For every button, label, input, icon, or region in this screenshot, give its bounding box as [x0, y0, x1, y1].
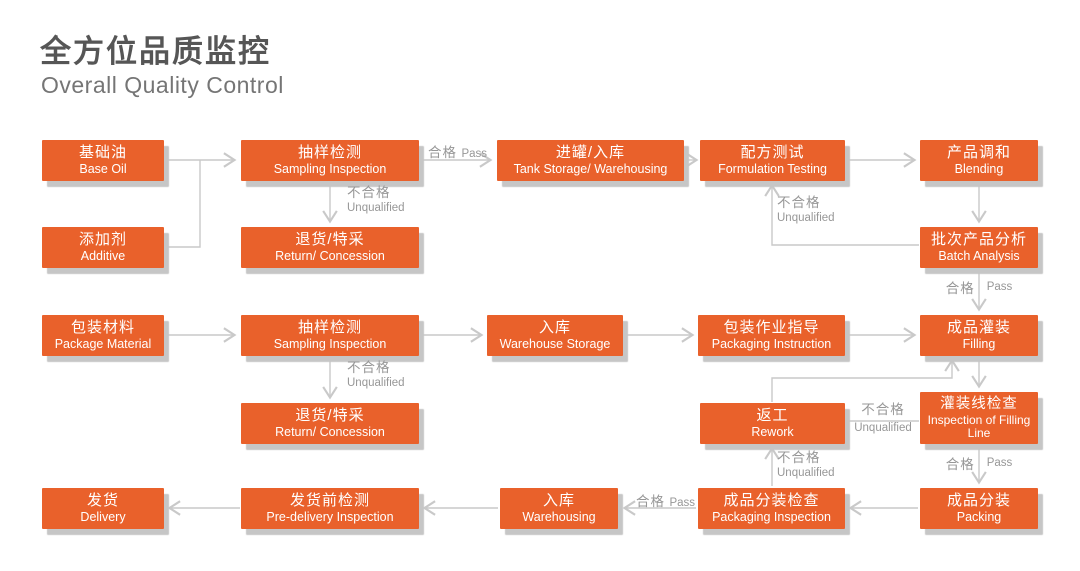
node-return-concession-1: 退货/特采 Return/ Concession [241, 227, 419, 268]
node-rework: 返工 Rework [700, 403, 845, 444]
node-sampling-inspection-1: 抽样检测 Sampling Inspection [241, 140, 419, 181]
node-label-en: Delivery [80, 510, 126, 525]
label-unqualified-packaginginspection-rework: 不合格 Unqualified [777, 450, 835, 479]
node-label-zh: 灌装线检查 [940, 395, 1018, 412]
node-warehousing: 入库 Warehousing [500, 488, 618, 529]
node-label-zh: 返工 [756, 407, 789, 425]
node-label-zh: 退货/特采 [295, 231, 365, 249]
label-pass-sampling1-tank: 合格 Pass [428, 145, 488, 160]
node-return-concession-2: 退货/特采 Return/ Concession [241, 403, 419, 444]
label-unqualified-sampling2: 不合格 Unqualified [347, 360, 405, 389]
node-label-en: Return/ Concession [275, 249, 385, 264]
node-label-zh: 发货前检测 [289, 492, 370, 510]
node-label-en: Warehousing [522, 510, 596, 525]
node-label-en: Tank Storage/ Warehousing [513, 162, 668, 177]
node-label-zh: 发货 [86, 492, 119, 510]
node-label-en: Packaging Inspection [712, 510, 831, 525]
node-formulation-testing: 配方测试 Formulation Testing [700, 140, 845, 181]
node-label-zh: 退货/特采 [295, 407, 365, 425]
node-batch-analysis: 批次产品分析 Batch Analysis [920, 227, 1038, 268]
node-package-material: 包装材料 Package Material [42, 315, 164, 356]
node-base-oil: 基础油 Base Oil [42, 140, 164, 181]
wire-batch-formulation-feedback [764, 183, 919, 246]
node-label-en: Blending [954, 162, 1004, 177]
node-label-en: Return/ Concession [275, 425, 385, 440]
label-unqualified-batch-feedback: 不合格 Unqualified [777, 195, 835, 224]
wire-additive-join [164, 160, 201, 248]
node-label-zh: 抽样检测 [297, 144, 362, 162]
node-label-en: Inspection of Filling Line [927, 412, 1031, 440]
node-label-zh: 批次产品分析 [930, 231, 1027, 249]
node-delivery: 发货 Delivery [42, 488, 164, 529]
node-label-en: Formulation Testing [718, 162, 827, 177]
node-packaging-instruction: 包装作业指导 Packaging Instruction [698, 315, 845, 356]
label-pass-inspectionline-packing: 合格 Pass [945, 457, 1013, 472]
node-label-zh: 成品灌装 [946, 319, 1011, 337]
label-pass-batch-filling: 合格 Pass [945, 281, 1013, 296]
node-label-zh: 入库 [542, 492, 575, 510]
node-label-en: Packing [956, 510, 1002, 525]
node-label-en: Sampling Inspection [273, 162, 387, 177]
node-warehouse-storage: 入库 Warehouse Storage [487, 315, 623, 356]
node-label-en: Base Oil [79, 162, 127, 177]
node-label-en: Rework [751, 425, 794, 440]
node-label-en: Packaging Instruction [711, 337, 832, 352]
wire-rework-filling-return [771, 358, 960, 402]
node-label-zh: 入库 [538, 319, 571, 337]
node-label-zh: 添加剂 [78, 231, 127, 249]
node-pre-delivery-inspection: 发货前检测 Pre-delivery Inspection [241, 488, 419, 529]
node-label-zh: 配方测试 [740, 144, 805, 162]
node-filling: 成品灌装 Filling [920, 315, 1038, 356]
node-label-en: Package Material [54, 337, 152, 352]
node-packing: 成品分装 Packing [920, 488, 1038, 529]
label-unqualified-sampling1: 不合格 Unqualified [347, 185, 405, 214]
node-label-zh: 基础油 [78, 144, 127, 162]
node-additive: 添加剂 Additive [42, 227, 164, 268]
node-label-en: Warehouse Storage [499, 337, 611, 352]
node-label-zh: 进罐/入库 [555, 144, 626, 162]
node-label-zh: 包装作业指导 [723, 319, 820, 337]
page-title-zh: 全方位品质监控 [40, 34, 271, 69]
node-tank-storage: 进罐/入库 Tank Storage/ Warehousing [497, 140, 684, 181]
node-label-en: Batch Analysis [938, 249, 1020, 264]
node-label-en: Sampling Inspection [273, 337, 387, 352]
node-label-zh: 包装材料 [70, 319, 135, 337]
node-label-en: Filling [962, 337, 996, 352]
node-label-en: Pre-delivery Inspection [266, 510, 394, 525]
page-title-en: Overall Quality Control [41, 72, 284, 98]
node-blending: 产品调和 Blending [920, 140, 1038, 181]
node-label-zh: 成品分装检查 [723, 492, 820, 510]
node-sampling-inspection-2: 抽样检测 Sampling Inspection [241, 315, 419, 356]
node-packaging-inspection: 成品分装检查 Packaging Inspection [698, 488, 845, 529]
node-label-zh: 抽样检测 [297, 319, 362, 337]
label-unqualified-inspectionline-rework: 不合格 Unqualified [854, 402, 912, 434]
label-pass-packaginginspection-warehousing: 合格 Pass [636, 494, 696, 509]
node-inspection-of-filling-line: 灌装线检查 Inspection of Filling Line [920, 392, 1038, 444]
node-label-zh: 成品分装 [946, 492, 1011, 510]
node-label-zh: 产品调和 [946, 144, 1011, 162]
node-label-en: Additive [80, 249, 126, 264]
